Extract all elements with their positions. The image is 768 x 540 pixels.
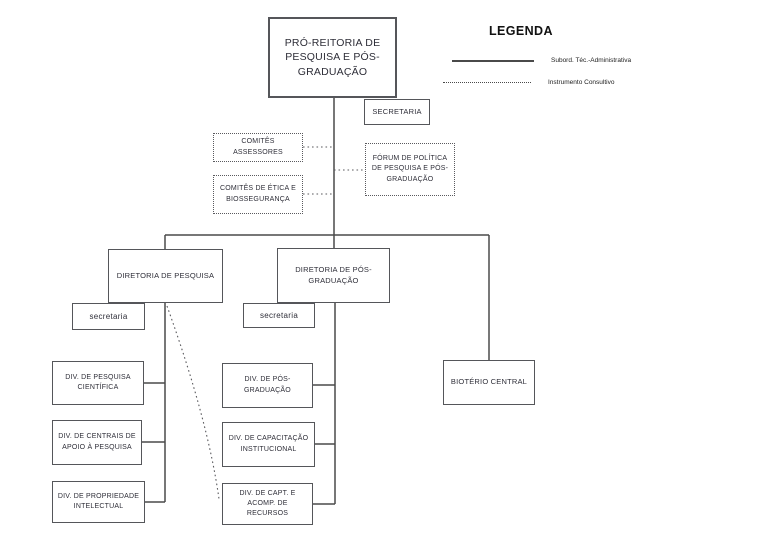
org-node-diretoria-pos-graduacao: DIRETORIA DE PÓS-GRADUAÇÃO xyxy=(277,248,390,303)
org-node-label: secretaria xyxy=(259,310,299,320)
org-node-secretaria-pesquisa: secretaria xyxy=(72,303,145,330)
solid-line-sample xyxy=(452,59,534,62)
org-node-label: FÓRUM DE POLÍTICA DE PESQUISA E PÓS-GRAD… xyxy=(371,155,449,183)
org-node-comites-etica-biosseguranca: COMITÊS DE ÉTICA E BIOSSEGURANÇA xyxy=(213,175,303,214)
legend-item-label: Instrumento Consultivo xyxy=(548,79,615,86)
org-node-div-propriedade-intelectual: DIV. DE PROPRIEDADE INTELECTUAL xyxy=(52,481,145,523)
org-node-secretaria-root: SECRETARIA xyxy=(364,99,430,125)
legend-item-consultivo: Instrumento Consultivo xyxy=(440,79,614,86)
org-node-comites-assessores: COMITÊS ASSESSORES xyxy=(213,133,303,162)
org-node-label: COMITÊS DE ÉTICA E BIOSSEGURANÇA xyxy=(220,185,296,203)
org-node-pro-reitoria: PRÓ-REITORIA DE PESQUISA E PÓS-GRADUAÇÃO xyxy=(268,17,397,98)
org-node-div-pesquisa-cientifica: DIV. DE PESQUISA CIENTÍFICA xyxy=(52,361,144,405)
org-node-label: PRÓ-REITORIA DE PESQUISA E PÓS-GRADUAÇÃO xyxy=(284,37,381,78)
org-node-label: DIRETORIA DE PÓS-GRADUAÇÃO xyxy=(295,264,372,285)
connector-pesquisa-children xyxy=(142,303,166,503)
dotted-line-sample xyxy=(443,82,531,83)
org-node-label: SECRETARIA xyxy=(372,106,422,116)
org-node-label: DIV. DE PESQUISA CIENTÍFICA xyxy=(65,373,131,391)
org-node-label: BIOTÉRIO CENTRAL xyxy=(450,377,528,387)
org-node-diretoria-pesquisa: DIRETORIA DE PESQUISA xyxy=(108,249,223,303)
connector-pesquisa-recursos-dotted xyxy=(166,305,220,500)
legend: LEGENDA Subord. Téc.-Administrativa Inst… xyxy=(440,24,690,86)
org-node-label: secretaria xyxy=(89,311,128,321)
org-node-label: COMITÊS ASSESSORES xyxy=(233,138,283,156)
org-node-label: DIV. DE PÓS-GRADUAÇÃO xyxy=(244,376,291,394)
legend-title: LEGENDA xyxy=(489,24,553,38)
legend-item-subordinacao: Subord. Téc.-Administrativa xyxy=(440,57,631,64)
org-node-label: DIRETORIA DE PESQUISA xyxy=(116,270,215,280)
connector-pos-children xyxy=(313,303,336,505)
org-node-div-pos-graduacao: DIV. DE PÓS-GRADUAÇÃO xyxy=(222,363,313,408)
org-node-secretaria-pos-graduacao: secretaria xyxy=(243,303,315,328)
org-node-div-capacitacao: DIV. DE CAPACITAÇÃO INSTITUCIONAL xyxy=(222,422,315,467)
org-node-bioterio-central: BIOTÉRIO CENTRAL xyxy=(443,360,535,405)
org-node-label: DIV. DE CAPACITAÇÃO INSTITUCIONAL xyxy=(228,435,309,453)
org-node-label: DIV. DE CAPT. E ACOMP. DE RECURSOS xyxy=(239,489,296,518)
org-node-forum-politica: FÓRUM DE POLÍTICA DE PESQUISA E PÓS-GRAD… xyxy=(365,143,455,196)
org-node-label: DIV. DE CENTRAIS DE APOIO À PESQUISA xyxy=(58,433,136,451)
org-node-div-capt-recursos: DIV. DE CAPT. E ACOMP. DE RECURSOS xyxy=(222,483,313,525)
org-node-div-centrais-apoio: DIV. DE CENTRAIS DE APOIO À PESQUISA xyxy=(52,420,142,465)
org-node-label: DIV. DE PROPRIEDADE INTELECTUAL xyxy=(57,492,140,510)
legend-item-label: Subord. Téc.-Administrativa xyxy=(551,57,632,64)
